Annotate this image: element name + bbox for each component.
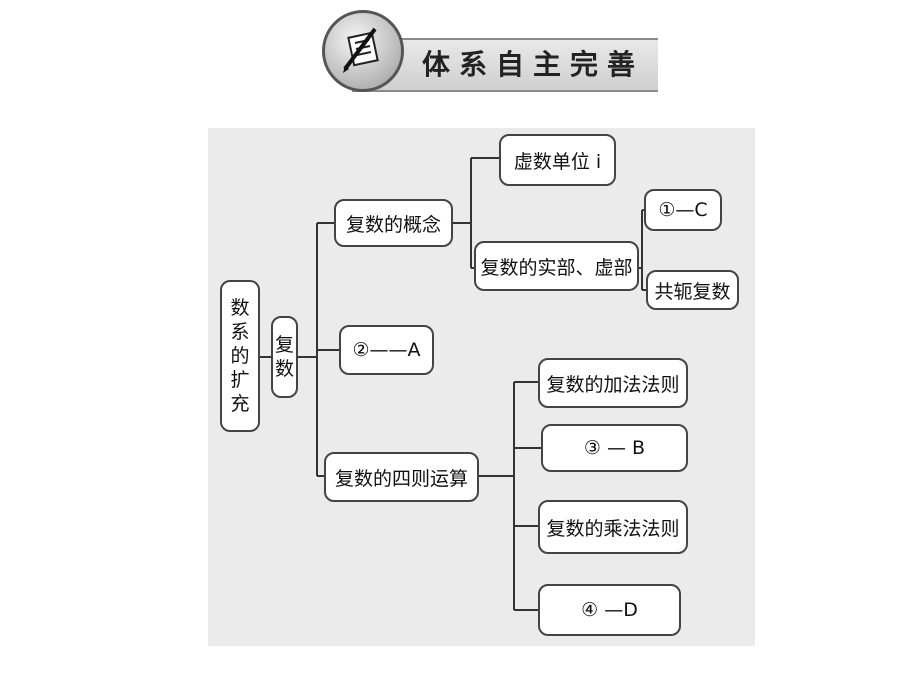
node-complex-number-label: 复数 xyxy=(274,334,294,380)
node-complex-concept-label: 复数的概念 xyxy=(345,213,441,236)
node-addition-rule: 复数的加法法则 xyxy=(538,358,688,408)
node-real-imag-part: 复数的实部、虚部 xyxy=(474,241,639,291)
node-blank-1: ①—C xyxy=(644,189,722,231)
node-root: 数系的扩充 xyxy=(220,280,260,432)
node-complex-number: 复数 xyxy=(271,316,298,398)
node-blank-1-label: ①—C xyxy=(658,199,708,221)
node-conjugate: 共轭复数 xyxy=(646,270,739,310)
node-blank-4-label: ④ —D xyxy=(581,599,638,621)
node-imaginary-unit-label: 虚数单位 i xyxy=(513,150,602,173)
node-imaginary-unit: 虚数单位 i xyxy=(499,134,616,186)
node-complex-concept: 复数的概念 xyxy=(334,199,453,247)
node-blank-2-label: ②——A xyxy=(352,339,421,361)
knowledge-tree-diagram: 数系的扩充 复数 复数的概念 虚数单位 i 复数的实部、虚部 ①—C 共轭复数 … xyxy=(208,128,755,646)
node-blank-3: ③ — B xyxy=(541,424,688,472)
node-blank-3-label: ③ — B xyxy=(583,437,646,459)
node-operations-label: 复数的四则运算 xyxy=(334,467,468,490)
node-multiplication-rule: 复数的乘法法则 xyxy=(538,500,688,554)
notebook-pen-icon xyxy=(322,10,404,92)
node-conjugate-label: 共轭复数 xyxy=(654,280,731,303)
node-operations: 复数的四则运算 xyxy=(324,452,479,502)
node-addition-rule-label: 复数的加法法则 xyxy=(546,373,680,396)
node-blank-4: ④ —D xyxy=(538,584,681,636)
node-blank-2: ②——A xyxy=(339,325,434,375)
node-real-imag-part-label: 复数的实部、虚部 xyxy=(480,256,633,279)
section-header: 体系自主完善 xyxy=(322,10,658,92)
node-root-label: 数系的扩充 xyxy=(230,297,250,415)
connector-lines xyxy=(260,157,646,611)
node-multiplication-rule-label: 复数的乘法法则 xyxy=(546,517,680,540)
header-title: 体系自主完善 xyxy=(422,48,645,81)
